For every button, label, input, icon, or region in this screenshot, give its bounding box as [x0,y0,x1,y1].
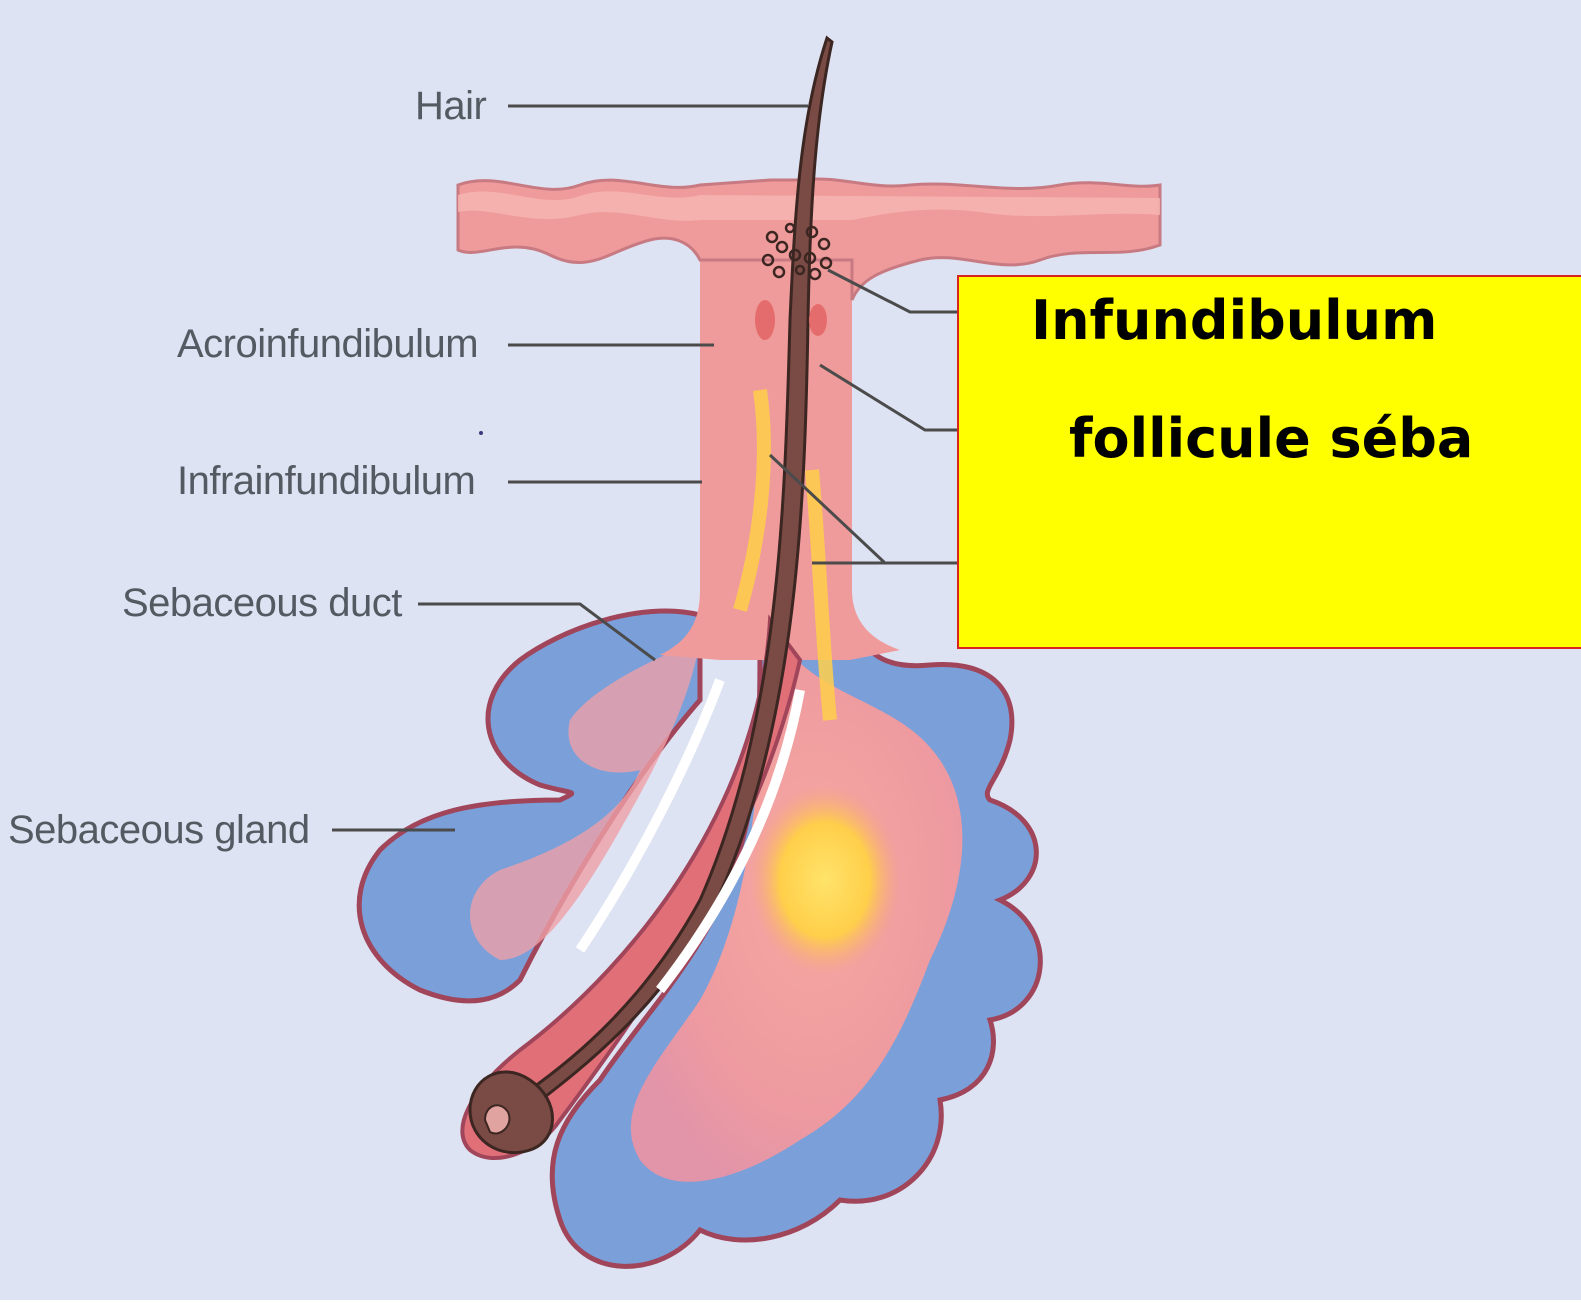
label-hair: Hair [415,84,486,129]
callout-line-2: follicule séba [1069,407,1473,470]
callout-line-1: Infundibulum [1031,289,1437,352]
sebum-accumulation [750,785,900,975]
red-spot-right [809,304,827,336]
stray-dot [479,431,483,435]
label-infrainfundibulum: Infrainfundibulum [177,459,475,504]
label-acroinfundibulum: Acroinfundibulum [177,322,478,367]
label-sebaceous-gland: Sebaceous gland [8,808,310,853]
red-spot-left [755,300,775,340]
label-sebaceous-duct: Sebaceous duct [122,581,402,626]
hair-papilla [485,1105,509,1133]
callout-box: Infundibulum follicule séba [957,275,1581,649]
